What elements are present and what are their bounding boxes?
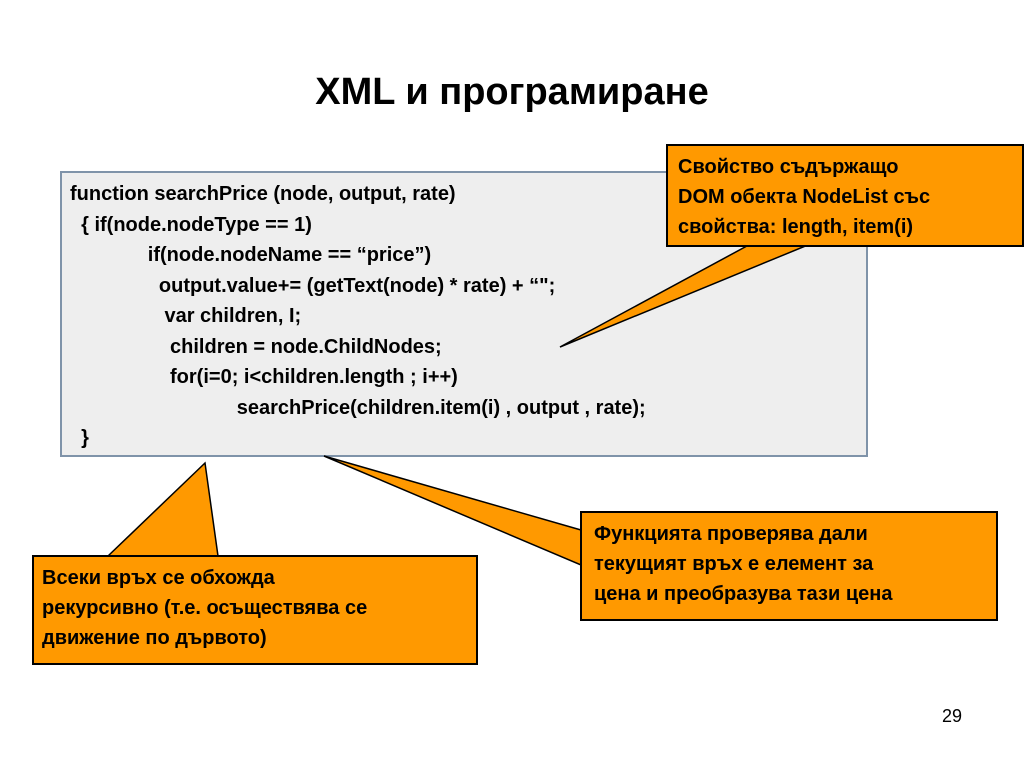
code-line: } — [70, 427, 89, 449]
callout-price-check-line: Функцията проверява дали — [594, 523, 868, 545]
callout-nodelist-line: DOM обекта NodeList със — [678, 186, 931, 208]
callout-recursion-line: рекурсивно (т.е. осъществява се — [42, 597, 368, 619]
callout-price-check: Функцията проверява дали текущият връх е… — [580, 511, 998, 621]
callout-pointer-recursion — [106, 461, 219, 557]
code-line: children = node.ChildNodes; — [70, 335, 442, 358]
callout-pointer-price-check — [323, 455, 582, 567]
slide-title: XML и програмиране — [315, 71, 709, 113]
code-line: var children, I; — [70, 305, 302, 327]
callout-price-check-line: текущият връх е елемент за — [594, 553, 874, 575]
code-line: function searchPrice (node, output, rate… — [70, 183, 456, 205]
callout-nodelist: Свойство съдържащо DOM обекта NodeList с… — [666, 144, 1024, 247]
code-line: for(i=0; i<children.length ; i++) — [70, 366, 458, 388]
code-line: searchPrice(children.item(i) , output , … — [70, 396, 646, 419]
callout-recursion-line: Всеки връх се обхожда — [42, 567, 275, 589]
code-line: if(node.nodeName == “price”) — [70, 244, 432, 266]
code-line: output.value+= (getText(node) * rate) + … — [70, 274, 556, 297]
callout-nodelist-line: свойства: length, item(i) — [678, 216, 914, 238]
callout-recursion-line: движение по дървото) — [42, 627, 267, 649]
callout-nodelist-line: Свойство съдържащо — [678, 156, 899, 178]
page-number: 29 — [941, 706, 962, 726]
code-line: { if(node.nodeType == 1) — [70, 213, 312, 236]
callout-price-check-line: цена и преобразува тази цена — [594, 583, 893, 605]
callout-recursion: Всеки връх се обхожда рекурсивно (т.е. о… — [32, 555, 478, 665]
